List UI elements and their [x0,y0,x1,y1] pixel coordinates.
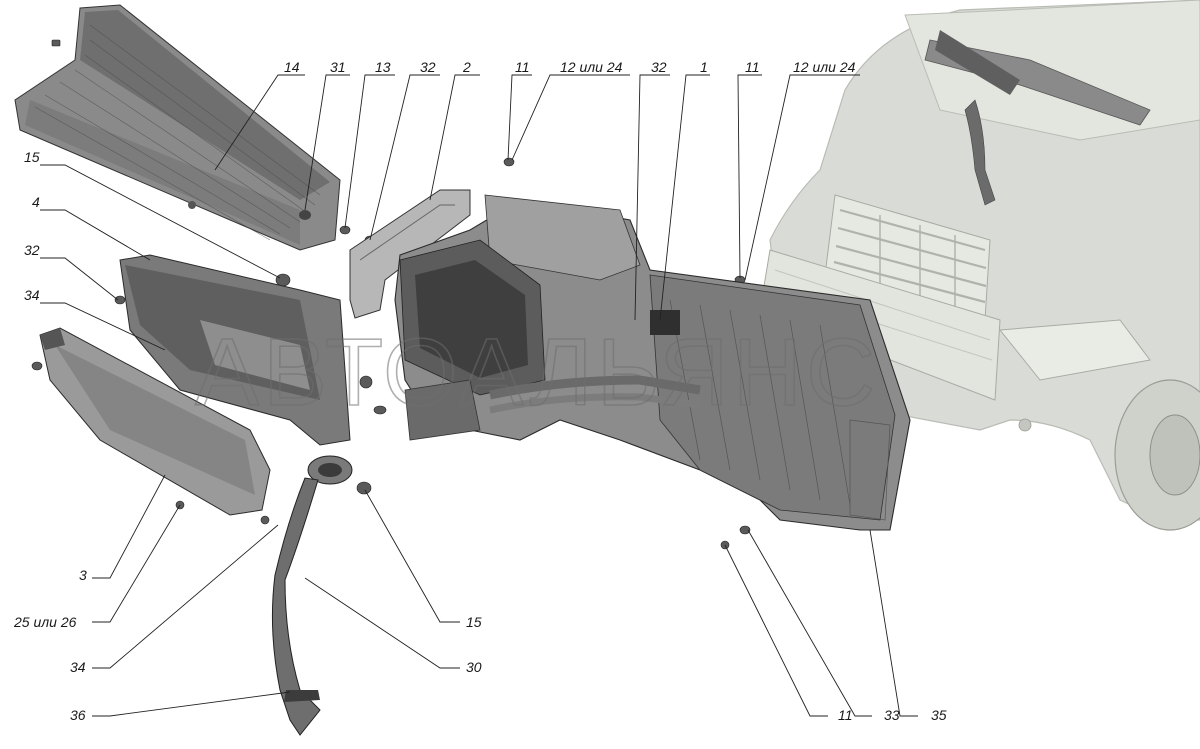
callout-11-bottom: 11 [838,707,853,723]
callout-35: 35 [931,707,947,723]
watermark-text: АВТОАЛЬЯНС [195,319,879,426]
callout-13: 13 [375,59,391,75]
callout-32-top: 32 [420,59,436,75]
callout-3: 3 [79,567,87,583]
callout-33: 33 [884,707,900,723]
air-intake-housing-part-4 [119,254,351,446]
callout-34-left: 34 [24,287,40,303]
cowl-grille-part-14 [14,4,341,251]
callout-12-or-24-left: 12 или 24 [560,59,623,75]
leader-lines [40,74,918,717]
callout-34-bottom: 34 [70,659,86,675]
callout-15-bottom: 15 [466,614,482,630]
callout-11-top-left: 11 [515,59,530,75]
callout-25-or-26: 25 или 26 [13,614,77,630]
callout-30: 30 [466,659,482,675]
callout-11-top-right: 11 [745,59,760,75]
callout-14: 14 [284,59,300,75]
callout-labels: 14 31 13 32 2 11 12 или 24 32 1 11 12 ил… [13,59,947,723]
callout-1: 1 [700,59,708,75]
callout-31: 31 [330,59,346,75]
callout-15-left: 15 [24,149,40,165]
callout-2: 2 [462,59,471,75]
cover-part-3 [39,327,271,516]
callout-12-or-24-right: 12 или 24 [793,59,856,75]
heater-unit-part-1 [394,194,911,531]
callout-32-left: 32 [24,242,40,258]
callout-36: 36 [70,707,86,723]
callout-32-middle: 32 [651,59,667,75]
drain-hose-part-30 [271,455,353,736]
callout-4: 4 [32,194,40,210]
